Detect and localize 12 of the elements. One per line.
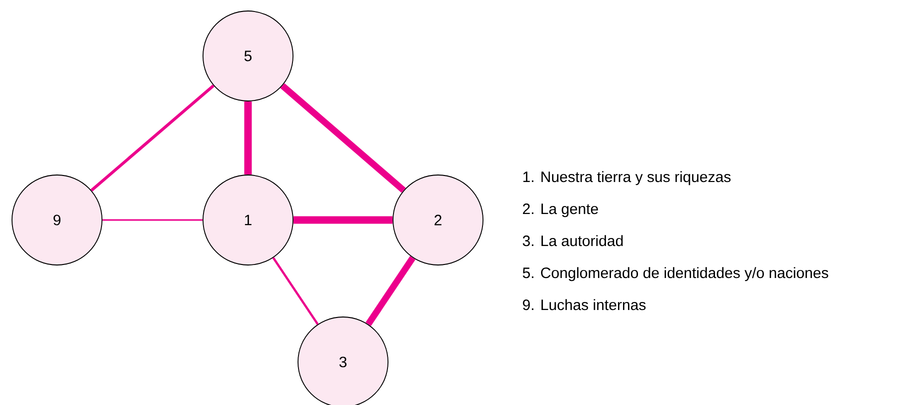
connector-line bbox=[293, 216, 393, 224]
legend-text: 2. La gente bbox=[522, 204, 598, 218]
connector-line bbox=[102, 219, 203, 221]
connector-line bbox=[280, 83, 406, 193]
connector-line bbox=[244, 101, 252, 175]
connector-line bbox=[90, 84, 214, 192]
connector-line bbox=[366, 256, 416, 326]
connector-line bbox=[272, 257, 319, 325]
legend-text: 1. Nuestra tierra y sus riquezas bbox=[523, 171, 731, 186]
legend-text: 5. Conglomerado de identidades y/o naciones bbox=[522, 267, 828, 282]
legend-text: 9. Luchas internas bbox=[522, 299, 646, 310]
legend-text: 3. La autoridad bbox=[522, 235, 623, 246]
